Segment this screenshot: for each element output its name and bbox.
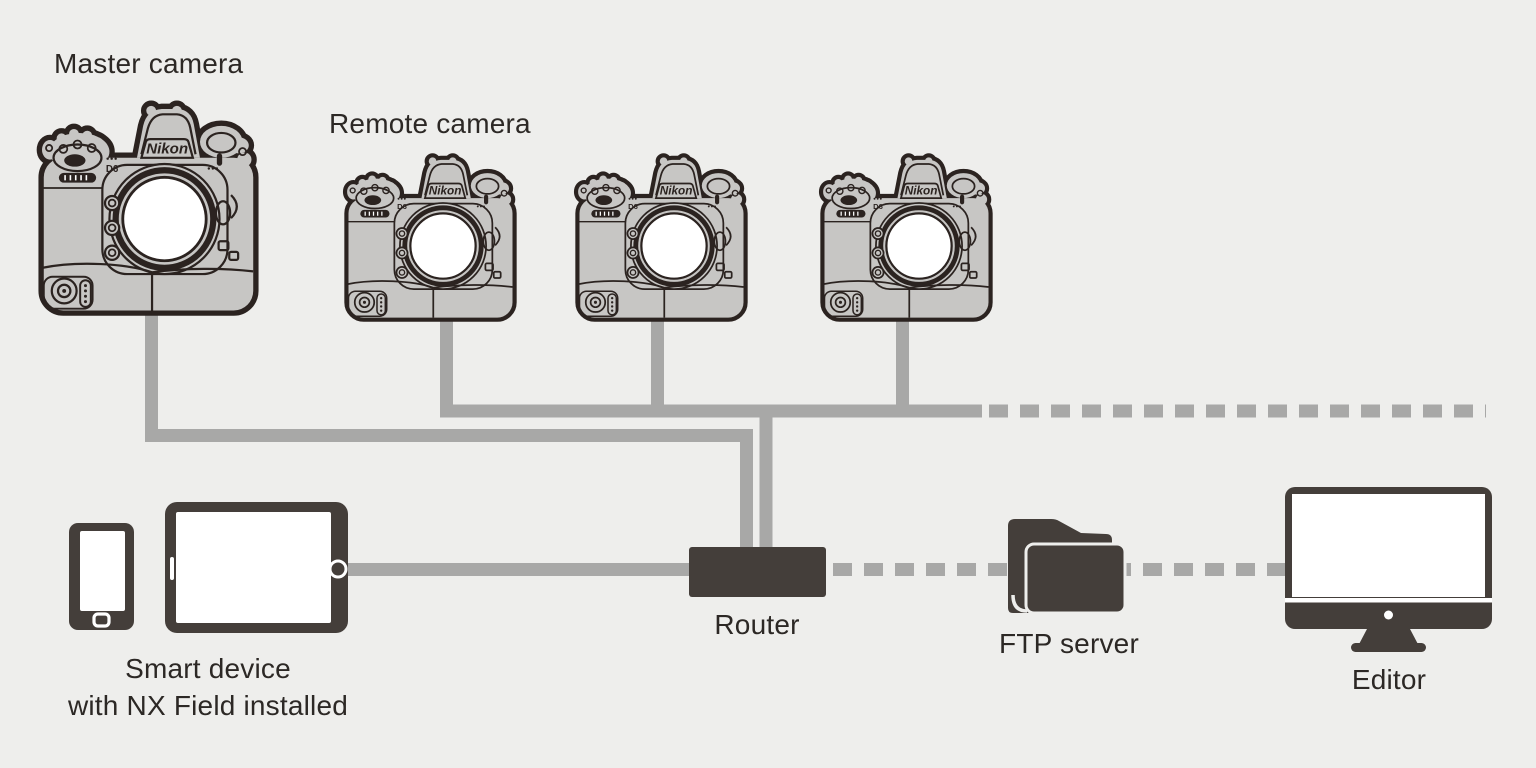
router-label: Router [714, 609, 800, 640]
smartphone-icon [69, 523, 134, 630]
ftp-server-icon [1008, 519, 1127, 615]
smartphone-screen [80, 531, 125, 611]
folder-page-curl [1011, 594, 1028, 613]
folder-front [1024, 542, 1127, 615]
smart-device-label-line1: Smart device [125, 653, 291, 684]
editor-monitor-icon [1285, 487, 1492, 652]
ftp-server-label: FTP server [999, 628, 1139, 659]
tablet-icon [165, 502, 348, 633]
remote-camera-icon-2 [578, 155, 745, 319]
smart-device-label: Smart device with NX Field installed [68, 650, 348, 724]
monitor-screen [1292, 494, 1485, 597]
tablet-screen [176, 512, 331, 623]
tablet-home-button [328, 559, 348, 579]
smart-device-label-line2: with NX Field installed [67, 690, 349, 721]
monitor-camera-dot [1384, 610, 1393, 620]
remote-camera-label: Remote camera [329, 108, 531, 139]
smartphone-home-button [92, 612, 111, 628]
editor-label: Editor [1351, 664, 1427, 695]
remote-camera-icon-3 [823, 155, 990, 319]
master-camera-icon [42, 99, 255, 316]
monitor-chin-divider [1285, 598, 1492, 603]
remote-camera-icon-1 [347, 155, 514, 319]
router-icon [689, 547, 826, 597]
tablet-camera-slot [170, 557, 174, 580]
monitor-base [1351, 643, 1426, 652]
master-camera-to-router-line [145, 300, 753, 547]
master-camera-label: Master camera [54, 48, 244, 79]
